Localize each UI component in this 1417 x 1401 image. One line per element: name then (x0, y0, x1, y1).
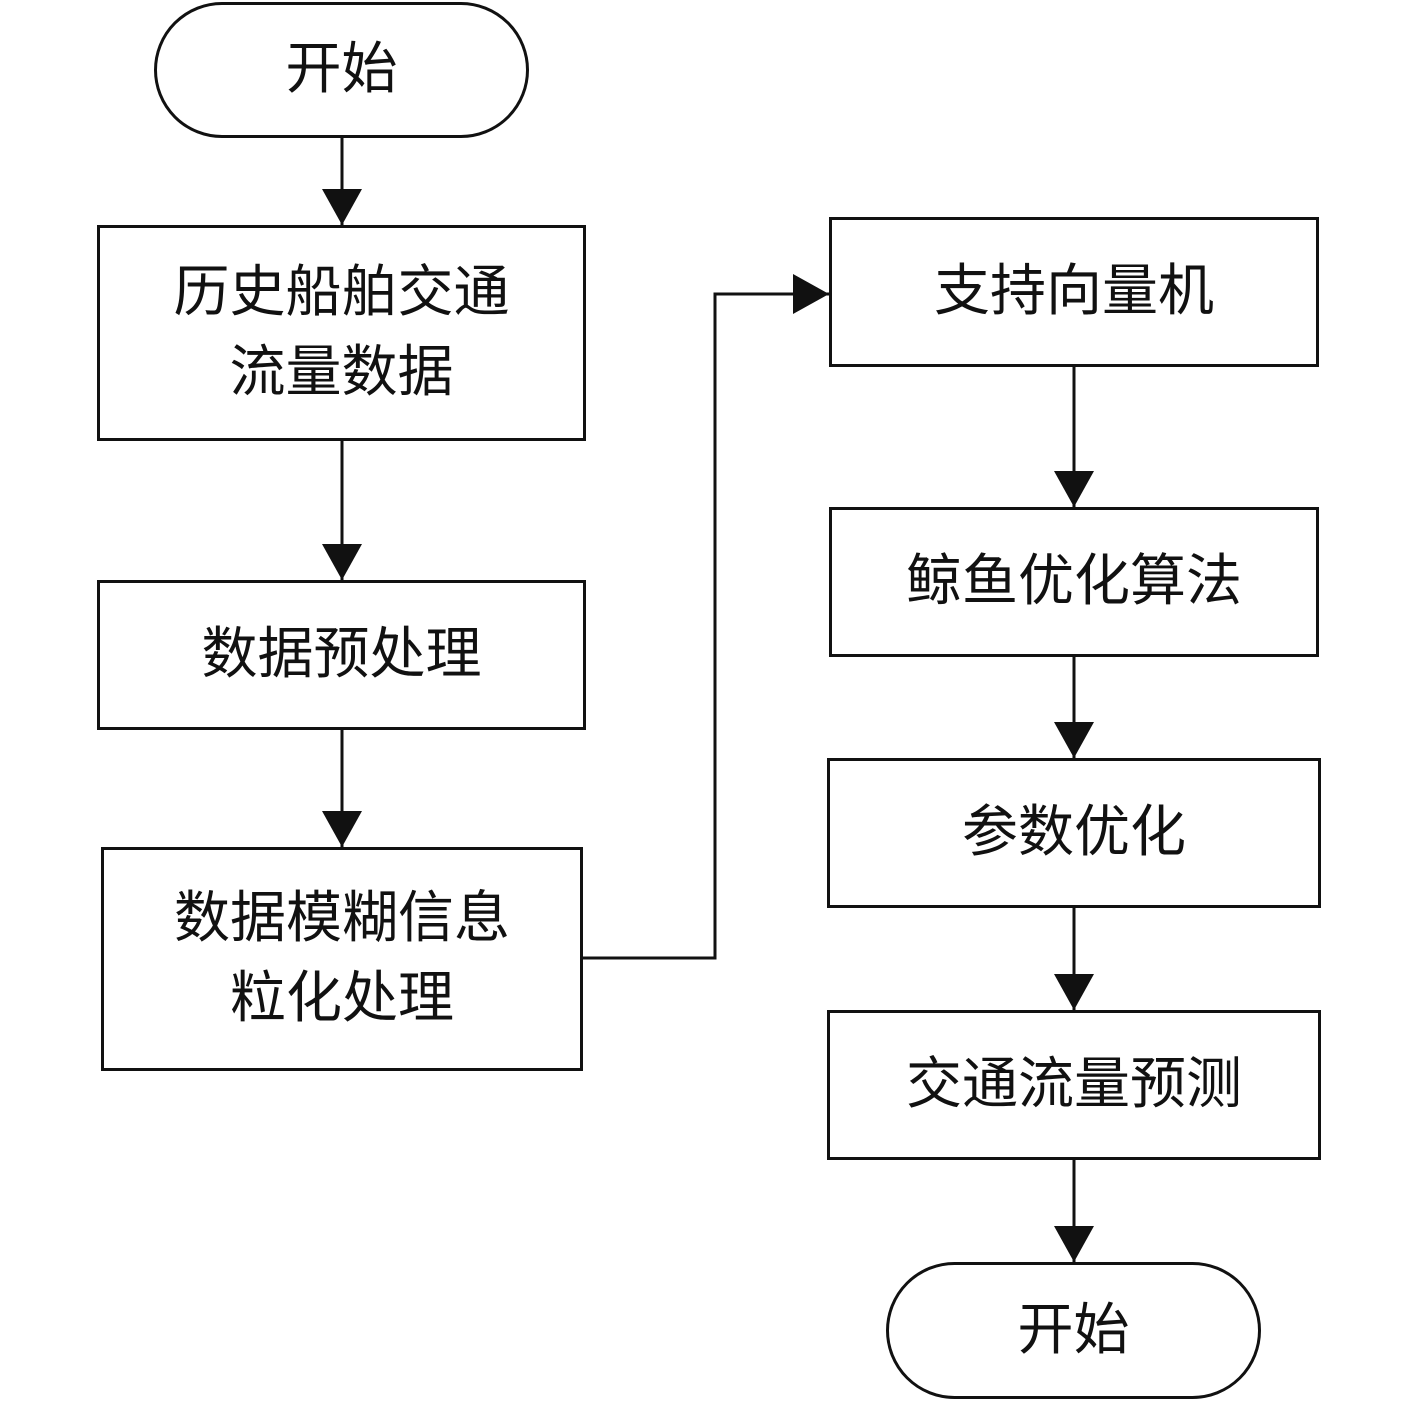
parameter-optimization-box: 参数优化 (827, 758, 1321, 908)
start-label: 开始 (285, 37, 398, 102)
data-preprocessing-label: 数据预处理 (201, 622, 482, 687)
whale-optimization-label: 鲸鱼优化算法 (906, 549, 1242, 614)
parameter-optimization-label: 参数优化 (962, 800, 1186, 865)
whale-optimization-box: 鲸鱼优化算法 (829, 507, 1319, 657)
fuzzy-granulation-label-line-2: 粒化处理 (230, 966, 454, 1031)
historical-traffic-data-box: 历史船舶交通 流量数据 (97, 225, 586, 441)
traffic-flow-prediction-label: 交通流量预测 (906, 1052, 1242, 1117)
historical-traffic-data-label-line-2: 流量数据 (229, 340, 454, 405)
edge-fuzzy-to-svm (583, 274, 829, 960)
historical-traffic-data-label-line-1: 历史船舶交通 (173, 260, 510, 325)
support-vector-machine-label: 支持向量机 (934, 259, 1214, 324)
data-preprocessing-box: 数据预处理 (97, 580, 586, 730)
support-vector-machine-box: 支持向量机 (829, 217, 1319, 367)
end-label: 开始 (1017, 1297, 1130, 1363)
traffic-flow-prediction-box: 交通流量预测 (827, 1010, 1321, 1160)
fuzzy-granulation-label-line-1: 数据模糊信息 (174, 886, 510, 951)
end-terminal: 开始 (886, 1262, 1261, 1399)
fuzzy-granulation-box: 数据模糊信息 粒化处理 (101, 847, 583, 1071)
start-terminal: 开始 (154, 2, 529, 138)
